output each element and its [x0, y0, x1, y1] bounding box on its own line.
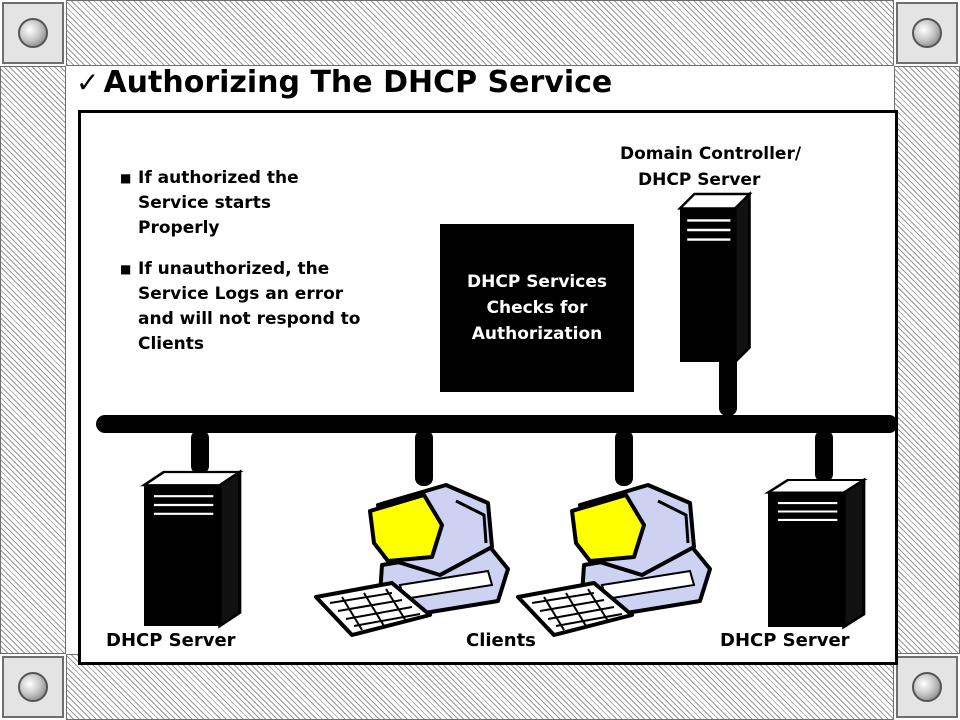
square-bullet-icon: ■ [120, 171, 132, 185]
frame-corner-top-left [2, 2, 64, 64]
frame-left-border [0, 66, 66, 654]
frame-corner-top-right [896, 2, 958, 64]
square-bullet-icon: ■ [120, 262, 132, 276]
bullet-authorized: ■ If authorized the Service starts Prope… [120, 166, 430, 241]
caption-right-dhcp-server: DHCP Server [720, 630, 850, 651]
caption-left-dhcp-server: DHCP Server [106, 630, 236, 651]
caption-clients: Clients [466, 630, 536, 651]
network-backbone [96, 415, 898, 433]
checkmark-icon: ✓ [76, 65, 100, 99]
left-dhcp-server-icon [142, 470, 242, 628]
client-computer-2-icon [516, 483, 712, 637]
frame-corner-bottom-right [896, 656, 958, 718]
right-dhcp-server-icon [766, 478, 866, 629]
drop-right-server [815, 430, 833, 482]
bullet-text: If authorized the Service starts Properl… [138, 168, 299, 238]
frame-right-border [894, 66, 960, 654]
corner-knob-icon [18, 18, 48, 48]
corner-knob-icon [18, 672, 48, 702]
corner-knob-icon [912, 672, 942, 702]
frame-corner-bottom-left [2, 656, 64, 718]
bullet-unauthorized: ■ If unauthorized, the Service Logs an e… [120, 257, 430, 357]
domain-controller-label: Domain Controller/ DHCP Server [620, 144, 802, 190]
authorization-check-box: DHCP Services Checks for Authorization [440, 224, 634, 392]
client-computer-1-icon [314, 483, 510, 637]
drop-left-server [191, 430, 209, 474]
title-row: ✓ Authorizing The DHCP Service [76, 60, 612, 104]
slide-title: Authorizing The DHCP Service [103, 64, 613, 100]
drop-client-2 [615, 430, 633, 486]
bullet-list: ■ If authorized the Service starts Prope… [120, 166, 430, 373]
frame-top-border [66, 0, 894, 66]
bullet-text: If unauthorized, the Service Logs an err… [138, 259, 361, 354]
domain-controller-server-icon [678, 192, 751, 364]
drop-client-1 [415, 430, 433, 486]
corner-knob-icon [912, 18, 942, 48]
